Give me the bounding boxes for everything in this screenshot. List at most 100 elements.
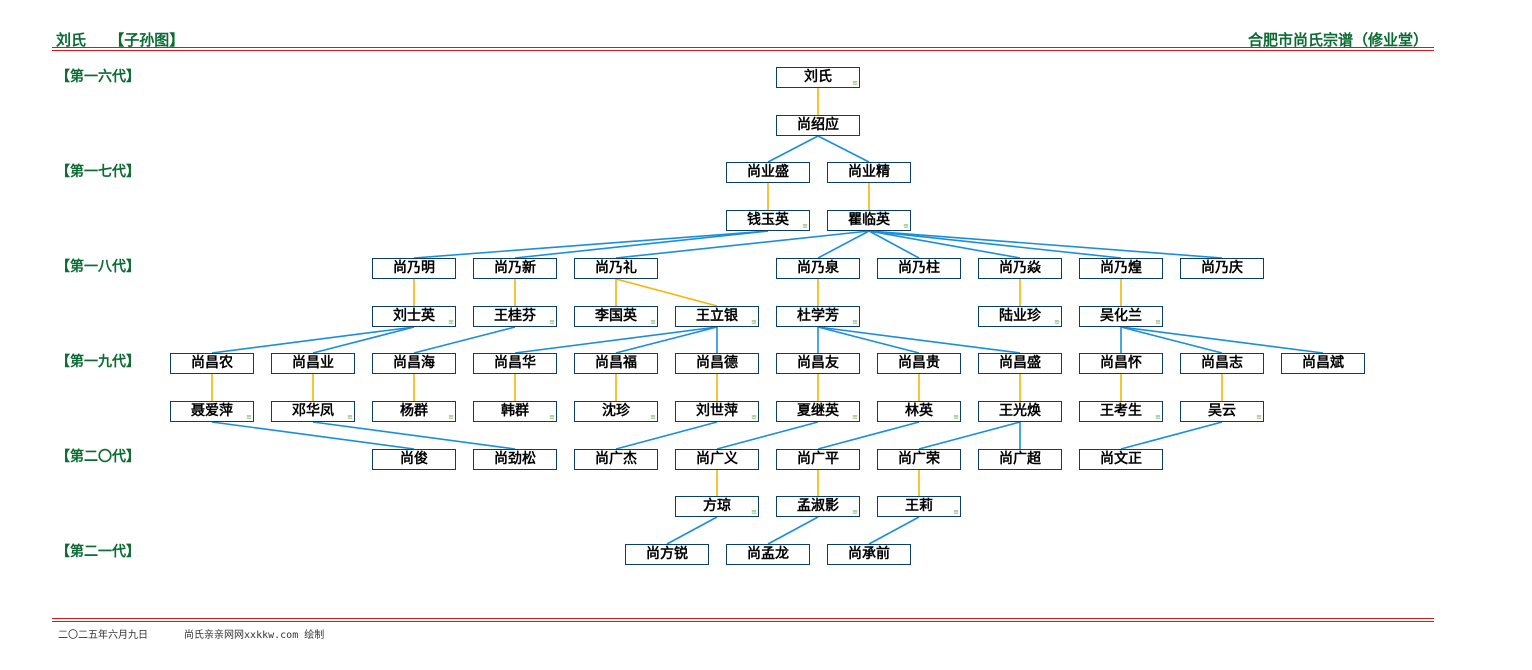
header-label: 【子孙图】 xyxy=(109,31,185,49)
person-name: 瞿临英 xyxy=(848,212,890,228)
person-node[interactable]: 刘世萍≡ xyxy=(675,401,759,422)
person-name: 杨群 xyxy=(400,403,428,419)
link-mark-icon: ≡ xyxy=(246,413,252,421)
person-name: 尚业精 xyxy=(848,164,890,180)
person-node[interactable]: 尚乃泉 xyxy=(776,258,860,279)
person-node[interactable]: 尚乃庆 xyxy=(1180,258,1264,279)
person-node[interactable]: 聂爱萍≡ xyxy=(170,401,254,422)
person-node[interactable]: 瞿临英≡ xyxy=(827,210,911,231)
footer-date: 二〇二五年六月九日 xyxy=(58,630,148,641)
person-node[interactable]: 方琼≡ xyxy=(675,496,759,517)
person-node[interactable]: 吴云≡ xyxy=(1180,401,1264,422)
descent-link xyxy=(211,421,415,450)
person-node[interactable]: 尚文正 xyxy=(1079,449,1163,470)
person-node[interactable]: 尚业盛 xyxy=(726,162,810,183)
person-node[interactable]: 刘士英≡ xyxy=(372,306,456,327)
person-name: 尚乃柱 xyxy=(898,260,940,276)
person-node[interactable]: 尚乃柱 xyxy=(877,258,961,279)
footer-credit: 尚氏亲亲网网xxkkw.com 绘制 xyxy=(184,630,325,641)
person-node[interactable]: 尚昌德 xyxy=(675,353,759,374)
person-node[interactable]: 尚乃焱 xyxy=(978,258,1062,279)
person-node[interactable]: 尚广平 xyxy=(776,449,860,470)
person-name: 吴化兰 xyxy=(1100,308,1142,324)
descent-link xyxy=(615,421,718,450)
person-node[interactable]: 尚乃煌 xyxy=(1079,258,1163,279)
descent-link xyxy=(312,421,516,450)
link-mark-icon: ≡ xyxy=(1155,318,1161,326)
person-node[interactable]: 邓华凤≡ xyxy=(271,401,355,422)
person-name: 尚昌业 xyxy=(292,355,334,371)
person-node[interactable]: 尚昌怀 xyxy=(1079,353,1163,374)
person-node[interactable]: 沈珍≡ xyxy=(574,401,658,422)
person-node[interactable]: 钱玉英 ≡ xyxy=(726,210,810,231)
person-node[interactable]: 孟淑影≡ xyxy=(776,496,860,517)
person-name: 林英 xyxy=(905,403,933,419)
person-name: 尚业盛 xyxy=(747,164,789,180)
person-name: 李国英 xyxy=(595,308,637,324)
spouse-link xyxy=(615,278,718,307)
person-node[interactable]: 王莉≡ xyxy=(877,496,961,517)
person-node[interactable]: 王桂芬≡ xyxy=(473,306,557,327)
person-node[interactable]: 尚昌业 xyxy=(271,353,355,374)
person-node[interactable]: 尚昌斌 xyxy=(1281,353,1365,374)
person-node[interactable]: 尚孟龙 xyxy=(726,544,810,565)
person-node[interactable]: 尚乃新 xyxy=(473,258,557,279)
person-node[interactable]: 王光焕 xyxy=(978,401,1062,422)
person-node[interactable]: 尚方锐 xyxy=(625,544,709,565)
person-name: 尚乃泉 xyxy=(797,260,839,276)
descent-link xyxy=(868,230,1021,259)
person-node[interactable]: 尚昌贵 xyxy=(877,353,961,374)
person-name: 尚劲松 xyxy=(494,451,536,467)
person-node[interactable]: 尚昌农 xyxy=(170,353,254,374)
descent-link xyxy=(615,326,718,354)
person-name: 尚乃庆 xyxy=(1201,260,1243,276)
person-node[interactable]: 杨群≡ xyxy=(372,401,456,422)
person-node[interactable]: 吴化兰 ≡ xyxy=(1079,306,1163,327)
person-name: 尚昌志 xyxy=(1201,355,1243,371)
header-rule-top xyxy=(52,47,1434,48)
person-node[interactable]: 尚俊 xyxy=(372,449,456,470)
person-node[interactable]: 尚昌海 xyxy=(372,353,456,374)
person-node[interactable]: 尚昌友 xyxy=(776,353,860,374)
person-node[interactable]: 尚劲松 xyxy=(473,449,557,470)
footer-rule-top xyxy=(52,618,1434,619)
person-node[interactable]: 尚昌志 xyxy=(1180,353,1264,374)
link-mark-icon: ≡ xyxy=(650,318,656,326)
person-name: 钱玉英 xyxy=(747,212,789,228)
person-node[interactable]: 刘氏≡ xyxy=(776,67,860,88)
person-node[interactable]: 韩群≡ xyxy=(473,401,557,422)
person-name: 尚文正 xyxy=(1100,451,1142,467)
person-node[interactable]: 尚广荣 xyxy=(877,449,961,470)
person-node[interactable]: 尚广超 xyxy=(978,449,1062,470)
link-mark-icon: ≡ xyxy=(802,222,808,230)
person-node[interactable]: 尚业精 xyxy=(827,162,911,183)
person-node[interactable]: 尚广杰 xyxy=(574,449,658,470)
person-node[interactable]: 陆业珍≡ xyxy=(978,306,1062,327)
person-node[interactable]: 尚绍应 xyxy=(776,115,860,136)
person-node[interactable]: 尚昌福 xyxy=(574,353,658,374)
descent-link xyxy=(514,326,718,354)
descent-link xyxy=(514,230,769,259)
descent-link xyxy=(767,516,819,545)
person-node[interactable]: 夏继英≡ xyxy=(776,401,860,422)
person-node[interactable]: 尚乃礼 xyxy=(574,258,658,279)
descent-link xyxy=(312,326,415,354)
person-name: 尚广超 xyxy=(999,451,1041,467)
descent-link xyxy=(817,230,870,259)
link-mark-icon: ≡ xyxy=(549,413,555,421)
person-node[interactable]: 尚广义 xyxy=(675,449,759,470)
person-node[interactable]: 李国英 ≡ xyxy=(574,306,658,327)
person-node[interactable]: 尚承前 xyxy=(827,544,911,565)
person-node[interactable]: 尚昌盛 xyxy=(978,353,1062,374)
person-node[interactable]: 王考生≡ xyxy=(1079,401,1163,422)
descent-link xyxy=(868,230,920,259)
person-node[interactable]: 王立银≡ xyxy=(675,306,759,327)
person-name: 杜学芳 xyxy=(797,308,839,324)
person-node[interactable]: 林英≡ xyxy=(877,401,961,422)
descent-link xyxy=(918,421,1021,450)
link-mark-icon: ≡ xyxy=(650,413,656,421)
person-node[interactable]: 尚昌华 xyxy=(473,353,557,374)
person-node[interactable]: 杜学芳≡ xyxy=(776,306,860,327)
person-node[interactable]: 尚乃明 xyxy=(372,258,456,279)
